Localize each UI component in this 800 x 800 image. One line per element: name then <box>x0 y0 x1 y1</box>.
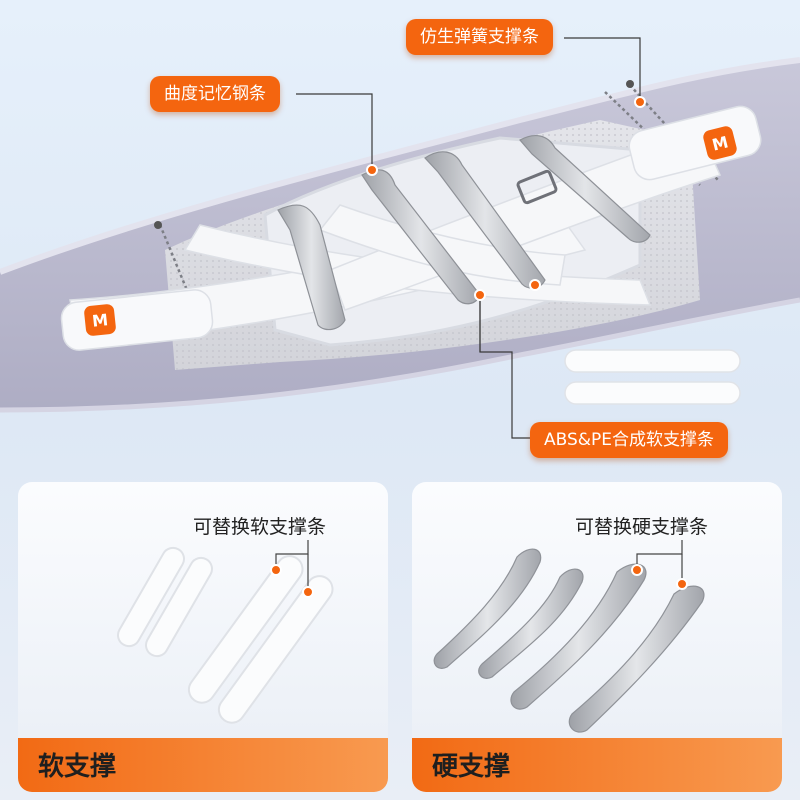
abs-pe-bar <box>564 381 741 405</box>
soft-panel-caption: 可替换软支撑条 <box>193 516 327 538</box>
leader-dot <box>529 279 541 291</box>
callout-memory-steel: 曲度记忆钢条 <box>150 76 280 112</box>
soft-panel-title: 软支撑 <box>38 752 117 782</box>
soft-bar <box>145 556 213 658</box>
abs-pe-bar <box>564 349 741 373</box>
soft-bar <box>217 575 334 724</box>
leader-dot <box>634 96 646 108</box>
strap-buckle <box>516 169 558 205</box>
soft-bar <box>117 546 185 648</box>
soft-panel-footer <box>18 738 388 792</box>
hard-support-panel: 可替换硬支撑条 硬支撑 <box>412 482 782 792</box>
brand-logo-icon <box>703 126 737 160</box>
soft-bars-illustration <box>117 540 334 724</box>
steel-bar <box>478 568 584 679</box>
svg-text:M: M <box>91 310 109 331</box>
leader-dot <box>302 586 314 598</box>
leader-dot <box>270 564 282 576</box>
leader-dot <box>474 289 486 301</box>
hard-panel-title: 硬支撑 <box>432 752 511 782</box>
leader-dot <box>366 164 378 176</box>
steel-bar <box>433 548 542 669</box>
callout-abs-pe: ABS&PE合成软支撑条 <box>530 422 729 458</box>
leader-dot <box>676 578 688 590</box>
steel-bar <box>510 563 647 710</box>
leader-lines <box>296 37 641 439</box>
svg-text:M: M <box>710 132 730 154</box>
right-tab <box>628 105 762 181</box>
brand-logo-icon <box>84 304 116 336</box>
soft-bar <box>187 555 304 704</box>
belt-illustration: M M <box>0 37 800 439</box>
steel-bars <box>277 134 651 331</box>
soft-support-panel: 可替换软支撑条 软支撑 <box>18 482 388 792</box>
hard-bars-illustration <box>433 540 705 733</box>
callout-spring-bars: 仿生弹簧支撑条 <box>406 19 553 55</box>
hard-panel-footer <box>412 738 782 792</box>
steel-bar <box>568 585 705 733</box>
hard-panel-caption: 可替换硬支撑条 <box>575 516 709 538</box>
leader-dot <box>631 564 643 576</box>
